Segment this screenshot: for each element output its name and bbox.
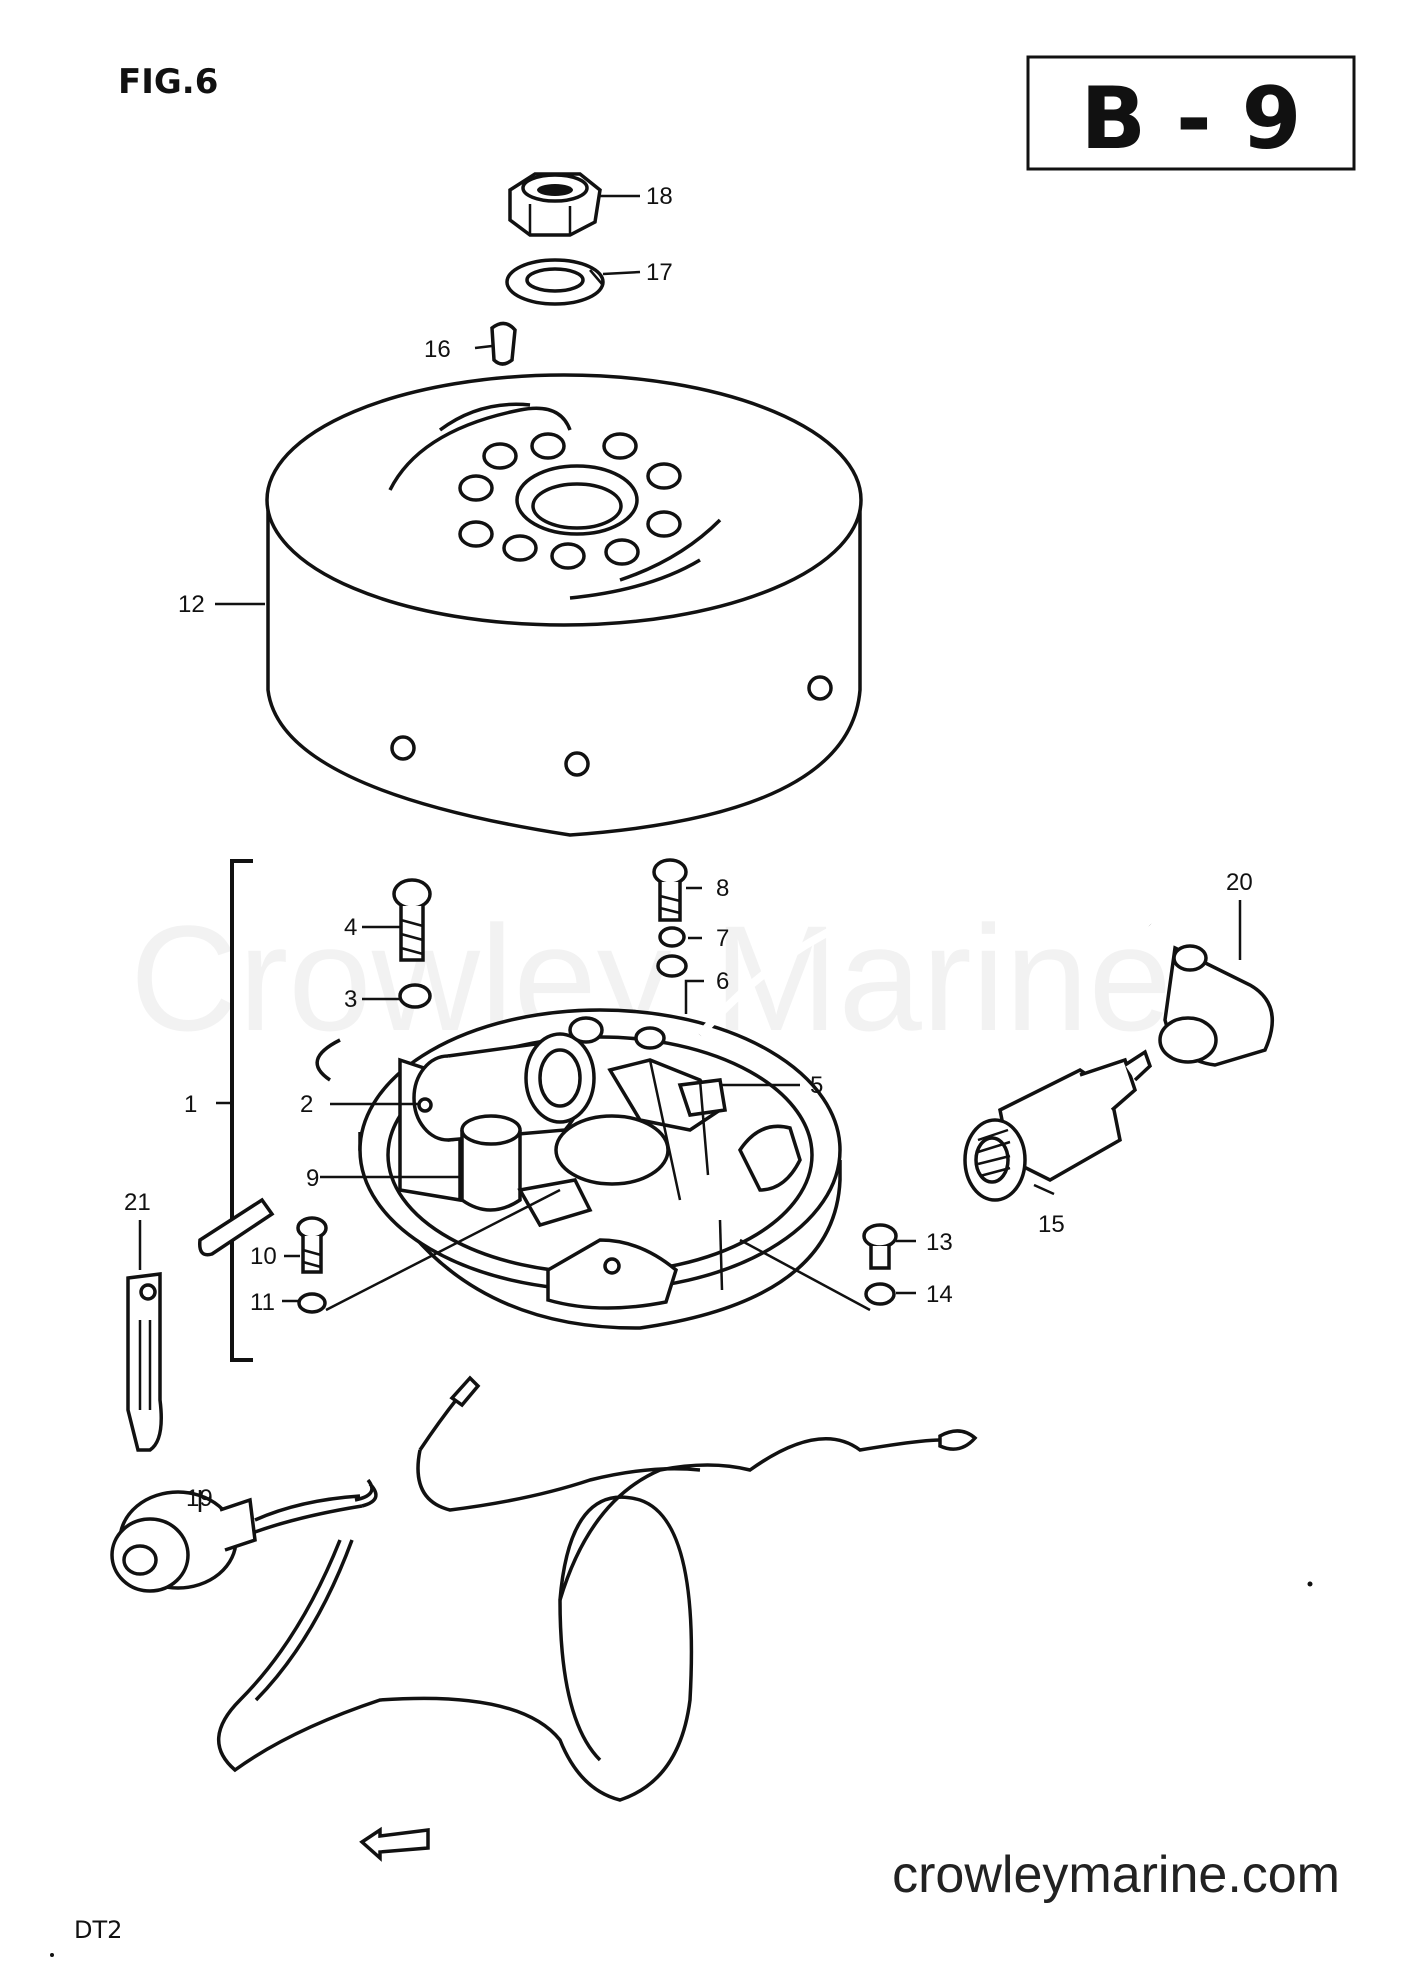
leader-lines: [138, 194, 1242, 1512]
website-label: crowleymarine.com: [892, 1846, 1340, 1904]
figure-title: FIG.6: [118, 62, 218, 102]
washer-part: [398, 983, 432, 1009]
condenser-part: [460, 1114, 593, 1228]
callout-13: 13: [926, 1229, 953, 1256]
washer-part: [656, 954, 688, 978]
nut-part: [508, 172, 602, 237]
model-label: DT2: [74, 1916, 122, 1944]
plug-cap-part: [1158, 944, 1274, 1067]
stop-switch-part: [110, 1490, 257, 1593]
wire-clamp-part: [126, 1272, 163, 1452]
washer-part: [297, 1292, 327, 1314]
breaker-point-part: [568, 1016, 728, 1201]
front-arrow-icon: [359, 1826, 430, 1862]
screw-part: [652, 858, 688, 922]
screw-part: [296, 1216, 328, 1274]
flywheel-part: [265, 373, 863, 837]
section-code: B - 9: [1081, 69, 1302, 169]
lead-terminal: [198, 1197, 275, 1257]
callout-7: 7: [716, 925, 729, 952]
wire-harness: [217, 1375, 978, 1802]
callout-15: 15: [1038, 1211, 1065, 1238]
lock-washer-part: [658, 926, 686, 948]
callout-11: 11: [250, 1289, 275, 1316]
spark-plug-part: [963, 1049, 1153, 1202]
callout-6: 6: [716, 968, 729, 995]
screw-part: [862, 1223, 898, 1270]
callout-1: 1: [184, 1091, 197, 1118]
callout-8: 8: [716, 875, 729, 902]
callout-17: 17: [646, 259, 673, 286]
stator-plate-part: [358, 1008, 842, 1330]
callout-12: 12: [178, 591, 205, 618]
callout-10: 10: [250, 1243, 277, 1270]
callout-9: 9: [306, 1165, 319, 1192]
screw-part: [392, 878, 432, 962]
callout-16: 16: [424, 336, 451, 363]
section-box: [1026, 55, 1356, 171]
assembly-bracket: [230, 859, 253, 1362]
key-part: [490, 321, 517, 366]
callout-18: 18: [646, 183, 673, 210]
high-tension-lead-inner: [697, 885, 1153, 1038]
callout-2: 2: [300, 1091, 313, 1118]
speck: [50, 1953, 54, 1957]
callout-4: 4: [344, 914, 357, 941]
lead-wire: [315, 1038, 341, 1082]
callout-20: 20: [1226, 869, 1253, 896]
callout-14: 14: [926, 1281, 953, 1308]
lock-washer-part: [505, 258, 605, 306]
callout-5: 5: [810, 1072, 823, 1099]
callout-19: 19: [186, 1485, 213, 1512]
washer-part: [864, 1282, 896, 1306]
callout-21: 21: [124, 1189, 151, 1216]
speck: [1307, 1581, 1313, 1587]
callout-3: 3: [344, 986, 357, 1013]
